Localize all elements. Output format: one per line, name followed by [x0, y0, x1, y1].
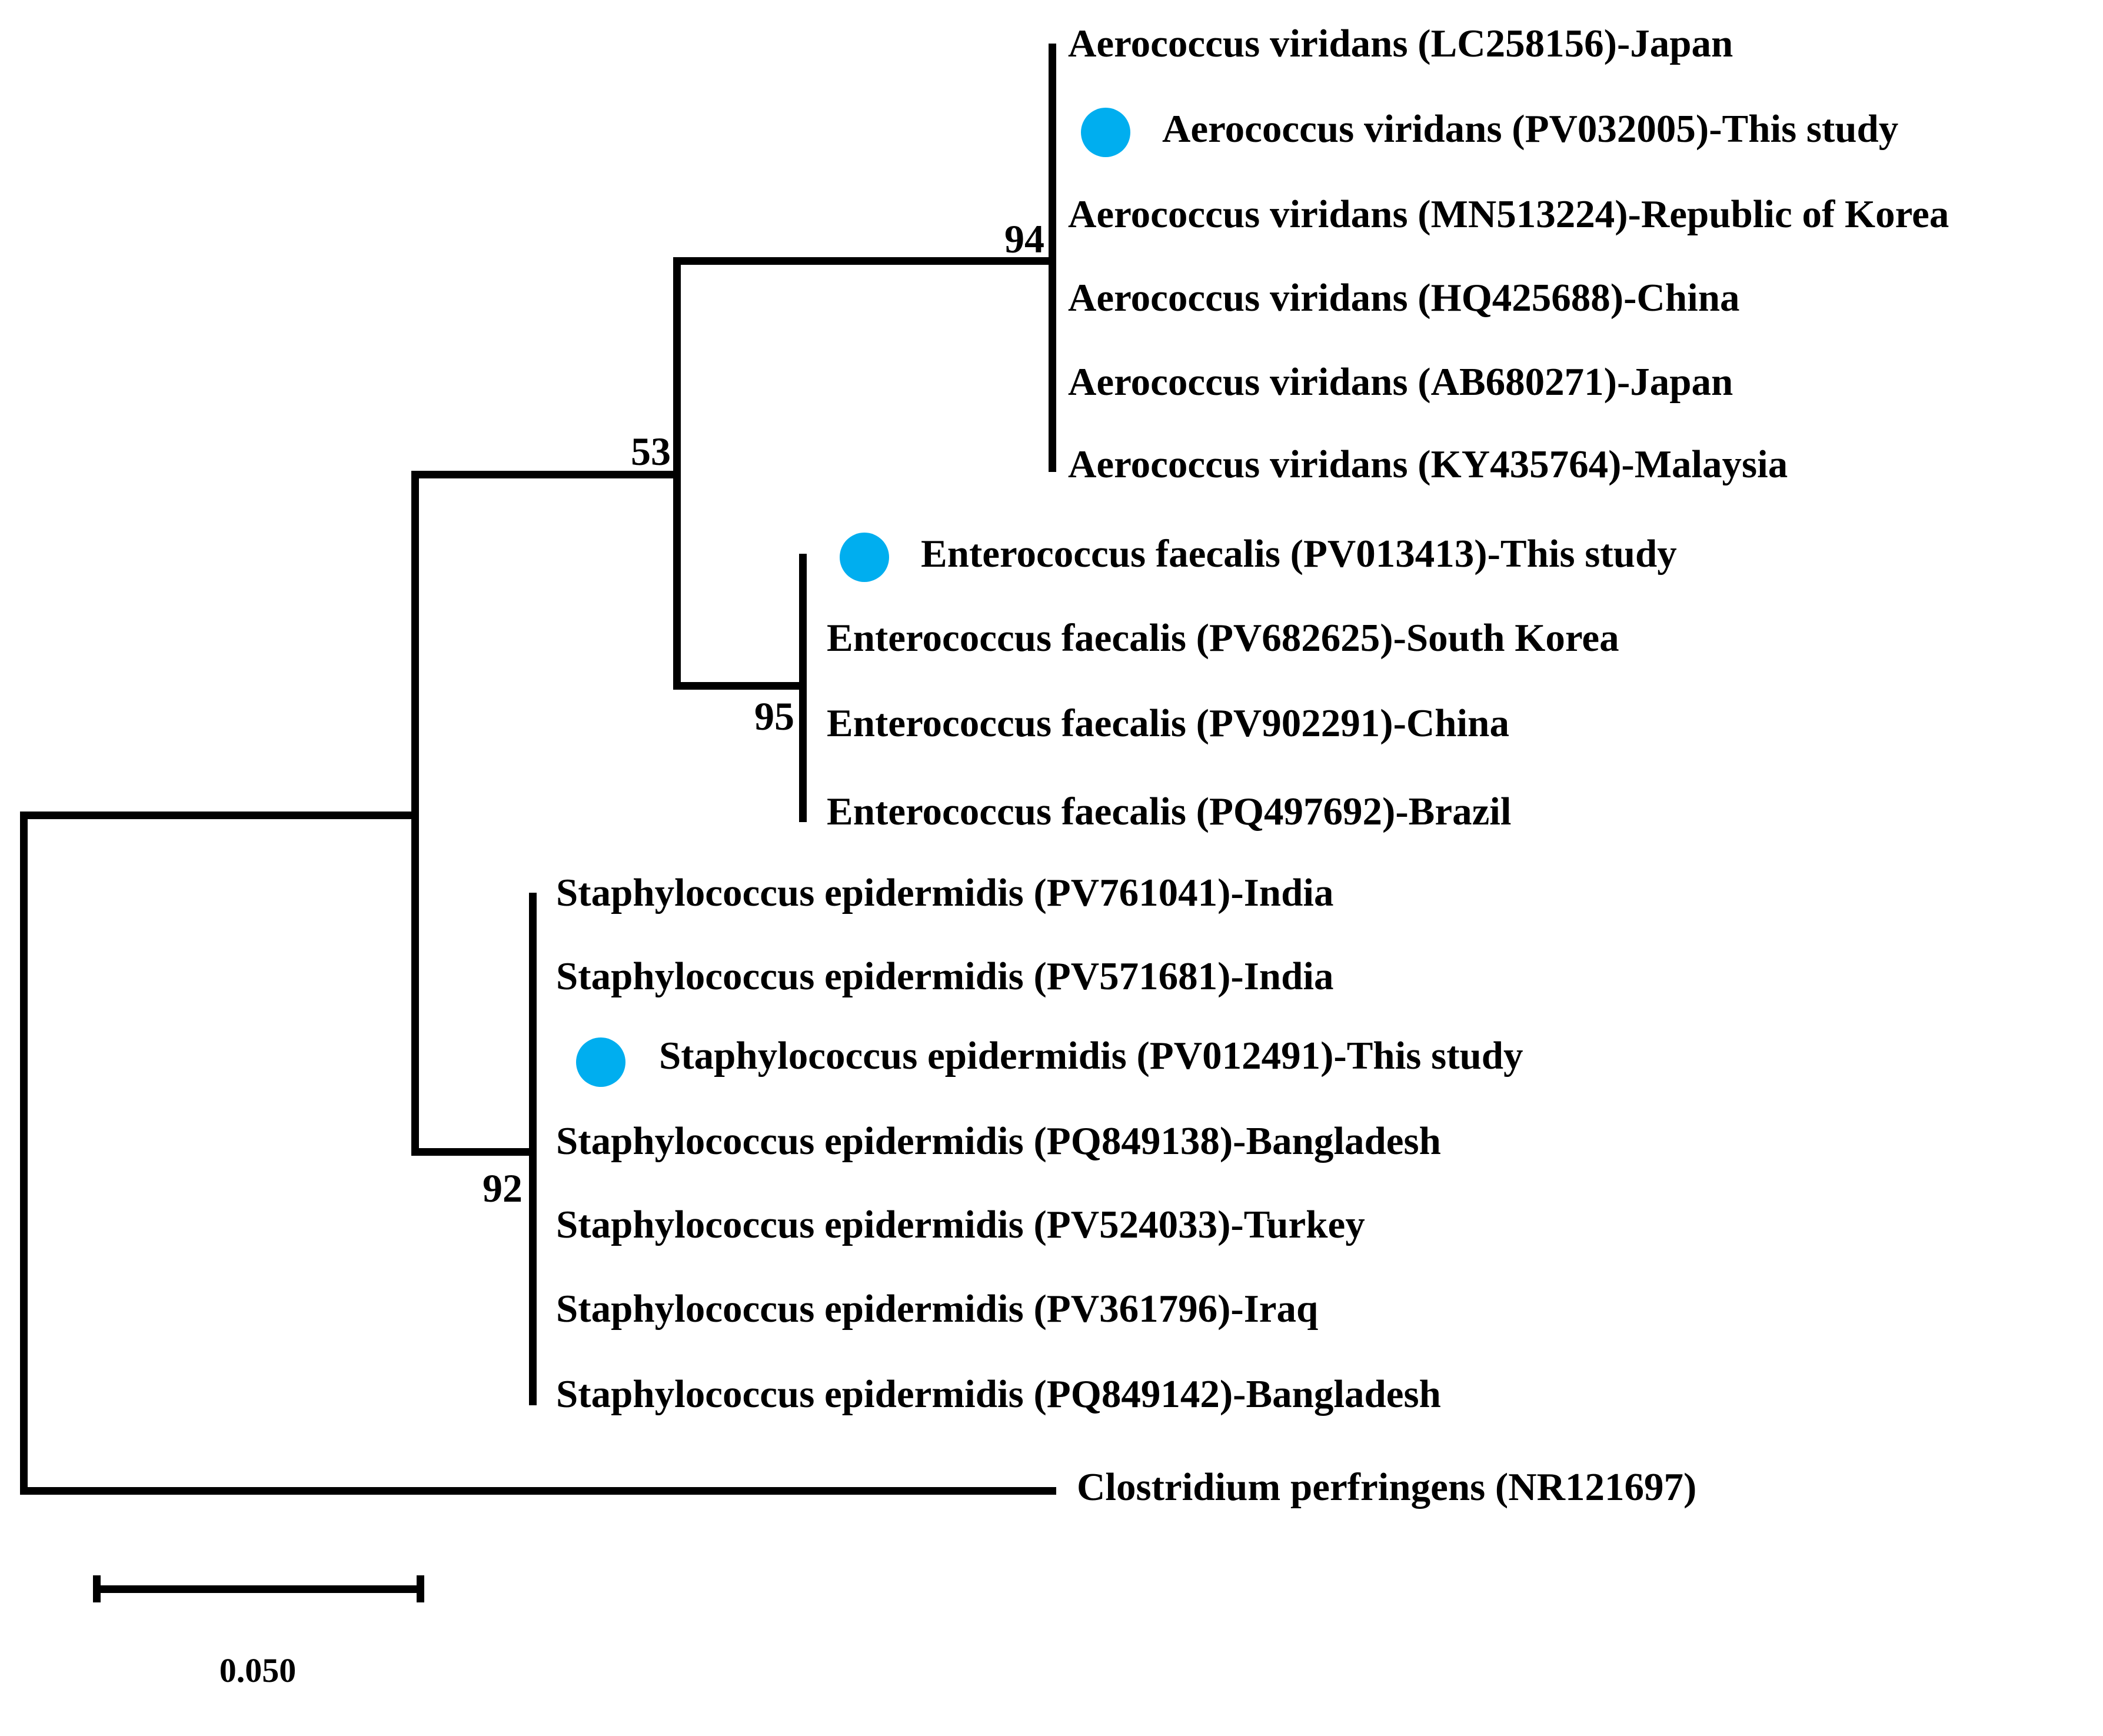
taxon-label: Aerococcus viridans (PV032005)-This stud…	[1162, 107, 1899, 151]
scale-bar-left-tick	[93, 1575, 101, 1602]
taxon-label: Aerococcus viridans (AB680271)-Japan	[1068, 360, 1733, 404]
scale-bar	[97, 1585, 420, 1593]
taxon-label: Enterococcus faecalis (PV682625)-South K…	[827, 616, 1619, 660]
taxon-label: Staphylococcus epidermidis (PV761041)-In…	[556, 871, 1334, 914]
branch-node53-vertical	[673, 257, 681, 690]
branch-main-vertical	[411, 471, 419, 1156]
taxon-label: Aerococcus viridans (HQ425688)-China	[1068, 276, 1740, 320]
taxon-label: Staphylococcus epidermidis (PQ849142)-Ba…	[556, 1372, 1441, 1416]
taxon-label: Aerococcus viridans (LC258156)-Japan	[1068, 22, 1733, 65]
branch-staphylococcus-vertical	[529, 893, 537, 1405]
branch-node53-horizontal	[411, 471, 681, 478]
branch-root-vertical	[20, 812, 28, 1495]
bootstrap-value: 53	[631, 429, 671, 474]
this-study-marker-icon	[1081, 108, 1130, 157]
branch-node95-horizontal	[673, 682, 807, 690]
scale-bar-right-tick	[417, 1575, 424, 1602]
taxon-label: Enterococcus faecalis (PQ497692)-Brazil	[827, 790, 1512, 833]
branch-node94-horizontal	[673, 257, 1056, 265]
taxon-label: Staphylococcus epidermidis (PV361796)-Ir…	[556, 1287, 1319, 1331]
bootstrap-value: 92	[483, 1166, 523, 1210]
scale-bar-label: 0.050	[219, 1651, 297, 1690]
branch-clostridium-horizontal	[20, 1487, 1056, 1495]
bootstrap-value: 94	[1004, 217, 1044, 261]
taxon-label: Clostridium perfringens (NR121697)	[1077, 1465, 1697, 1509]
this-study-marker-icon	[576, 1037, 625, 1087]
taxon-label: Staphylococcus epidermidis (PQ849138)-Ba…	[556, 1119, 1441, 1163]
taxon-label: Aerococcus viridans (MN513224)-Republic …	[1068, 192, 1949, 236]
taxon-label: Enterococcus faecalis (PV902291)-China	[827, 701, 1509, 745]
taxon-label: Enterococcus faecalis (PV013413)-This st…	[921, 532, 1677, 576]
branch-node92-horizontal	[411, 1148, 537, 1156]
branch-aerococcus-vertical	[1049, 44, 1056, 472]
branch-enterococcus-vertical	[799, 554, 807, 822]
taxon-label: Staphylococcus epidermidis (PV012491)-Th…	[659, 1034, 1523, 1077]
branch-root-horizontal	[20, 812, 419, 819]
bootstrap-value: 95	[754, 694, 794, 739]
taxon-label: Staphylococcus epidermidis (PV571681)-In…	[556, 955, 1334, 998]
this-study-marker-icon	[840, 533, 889, 582]
taxon-label: Staphylococcus epidermidis (PV524033)-Tu…	[556, 1203, 1365, 1246]
taxon-label: Aerococcus viridans (KY435764)-Malaysia	[1068, 443, 1788, 486]
